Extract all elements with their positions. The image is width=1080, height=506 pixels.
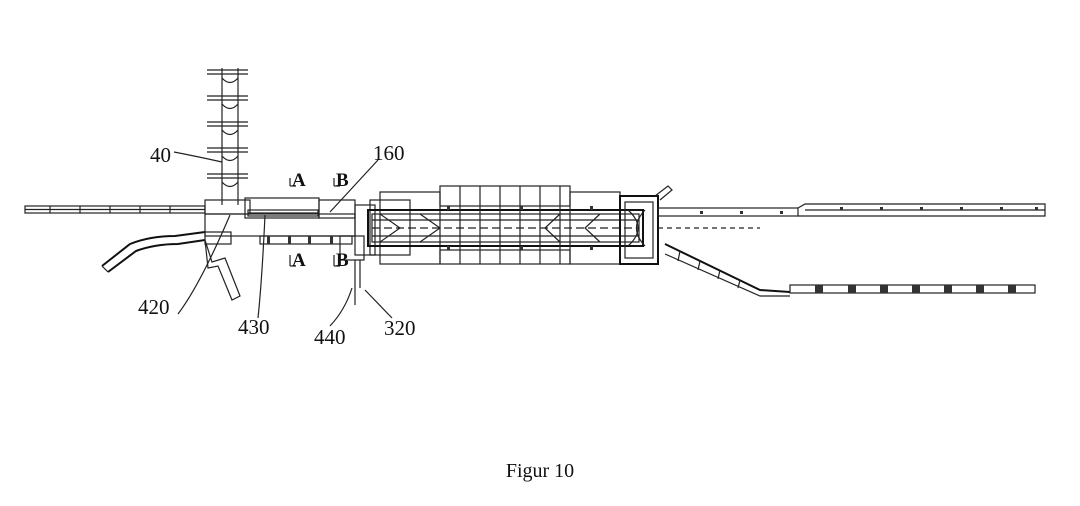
left-chute <box>101 231 241 301</box>
right-conveyor <box>657 203 1046 217</box>
label-430: 430 <box>238 315 270 339</box>
discharge-conveyor <box>664 243 1036 297</box>
label-320: 320 <box>384 316 416 340</box>
main-barrel <box>354 185 644 265</box>
leader-lines <box>173 151 393 327</box>
label-420: 420 <box>138 295 170 319</box>
left-conveyor <box>24 205 206 214</box>
section-marker-b-bottom: B <box>336 250 349 271</box>
vertical-mast <box>207 68 248 205</box>
label-160: 160 <box>373 141 405 165</box>
section-marker-b-top: B <box>336 170 349 191</box>
section-lines <box>289 178 340 267</box>
section-marker-a-bottom: A <box>292 250 306 271</box>
label-440: 440 <box>314 325 346 349</box>
figure-caption: Figur 10 <box>505 460 575 482</box>
label-40: 40 <box>150 143 171 167</box>
head-unit <box>619 185 760 265</box>
section-marker-a-top: A <box>292 170 306 191</box>
